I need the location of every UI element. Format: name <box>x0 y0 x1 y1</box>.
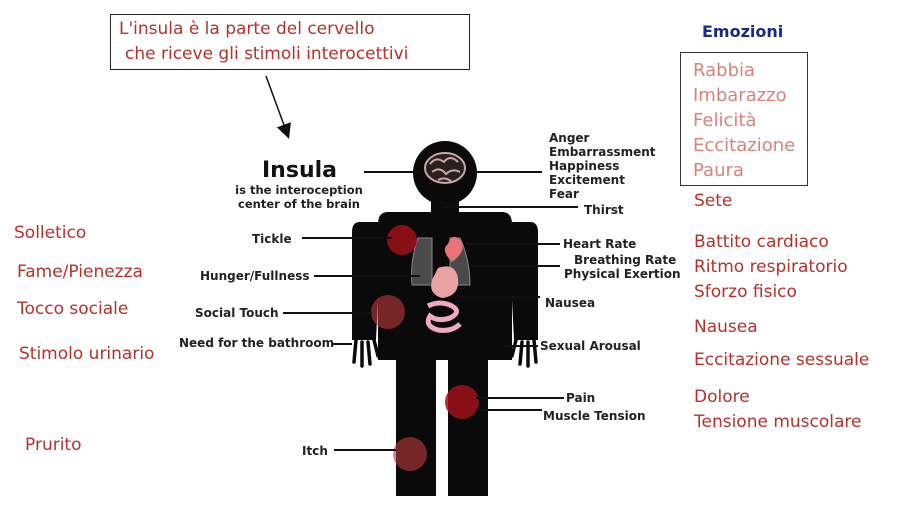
emotion-en-excitement: Excitement <box>549 173 625 187</box>
insula-note-box: L'insula è la parte del cervello che ric… <box>110 14 470 70</box>
right-leg <box>448 356 488 496</box>
label-it-sete: Sete <box>694 191 733 211</box>
label-en-nausea: Nausea <box>545 296 596 310</box>
left-leg <box>396 356 436 496</box>
hotspots <box>371 225 479 471</box>
label-it-battito: Battito cardiaco <box>694 232 829 252</box>
note-line-2: che riceve gli stimoli interocettivi <box>125 44 409 64</box>
emotions-it-box: Rabbia Imbarazzo Felicità Eccitazione Pa… <box>680 52 808 186</box>
label-en-sexual-arousal: Sexual Arousal <box>540 339 641 353</box>
insula-subtitle-line-2: center of the brain <box>238 197 360 211</box>
emotion-en-fear: Fear <box>549 187 579 201</box>
label-it-eccitazione-sessuale: Eccitazione sessuale <box>694 350 870 370</box>
label-en-physical-exertion: Physical Exertion <box>564 267 681 281</box>
label-en-thirst: Thirst <box>584 203 624 217</box>
stomach-icon <box>431 266 459 298</box>
label-it-fame: Fame/Pienezza <box>17 262 143 282</box>
label-en-hunger: Hunger/Fullness <box>200 269 310 283</box>
left-arm <box>352 222 378 340</box>
note-arrow <box>265 75 291 139</box>
note-line-1: L'insula è la parte del cervello <box>119 19 375 39</box>
label-en-tickle: Tickle <box>252 232 292 246</box>
label-en-bathroom: Need for the bathroom <box>179 336 335 350</box>
emotions-it-title: Emozioni <box>702 22 784 41</box>
label-it-stimolo: Stimolo urinario <box>19 344 155 364</box>
label-en-heart-rate: Heart Rate <box>563 237 637 251</box>
heart-icon <box>444 236 463 262</box>
emotion-it-felicita: Felicità <box>693 110 757 131</box>
label-it-prurito: Prurito <box>25 435 82 455</box>
emotion-it-paura: Paura <box>693 160 744 181</box>
right-arm <box>512 222 538 340</box>
emotion-it-eccitazione: Eccitazione <box>693 135 796 156</box>
emotion-en-embarrassment: Embarrassment <box>549 145 656 159</box>
label-en-social-touch: Social Touch <box>195 306 279 320</box>
label-it-tocco: Tocco sociale <box>17 299 129 319</box>
intestines-icon <box>425 300 462 333</box>
label-it-sforzo: Sforzo fisico <box>694 282 797 302</box>
label-en-breathing-rate: Breathing Rate <box>574 253 677 267</box>
brain-icon <box>424 152 466 184</box>
label-en-itch: Itch <box>302 444 328 458</box>
emotion-it-imbarazzo: Imbarazzo <box>693 85 787 106</box>
label-en-pain: Pain <box>566 391 596 405</box>
insula-title: Insula <box>262 158 337 183</box>
emotion-it-rabbia: Rabbia <box>693 60 756 81</box>
insula-subtitle-line-1: is the interoception <box>235 183 363 197</box>
emotions-en-list: Anger Embarrassment Happiness Excitement… <box>549 131 656 201</box>
label-en-muscle-tension: Muscle Tension <box>543 409 646 423</box>
body-silhouette <box>352 141 538 496</box>
emotion-en-happiness: Happiness <box>549 159 620 173</box>
insula-subtitle: is the interoception center of the brain <box>230 183 368 211</box>
emotion-en-anger: Anger <box>549 131 590 145</box>
label-it-nausea: Nausea <box>694 317 758 337</box>
label-it-dolore: Dolore <box>694 387 750 407</box>
hands <box>352 338 538 368</box>
connector-lines <box>283 171 578 451</box>
label-it-tensione: Tensione muscolare <box>694 412 862 432</box>
label-it-solletico: Solletico <box>14 223 87 243</box>
label-it-ritmo: Ritmo respiratorio <box>694 257 848 277</box>
